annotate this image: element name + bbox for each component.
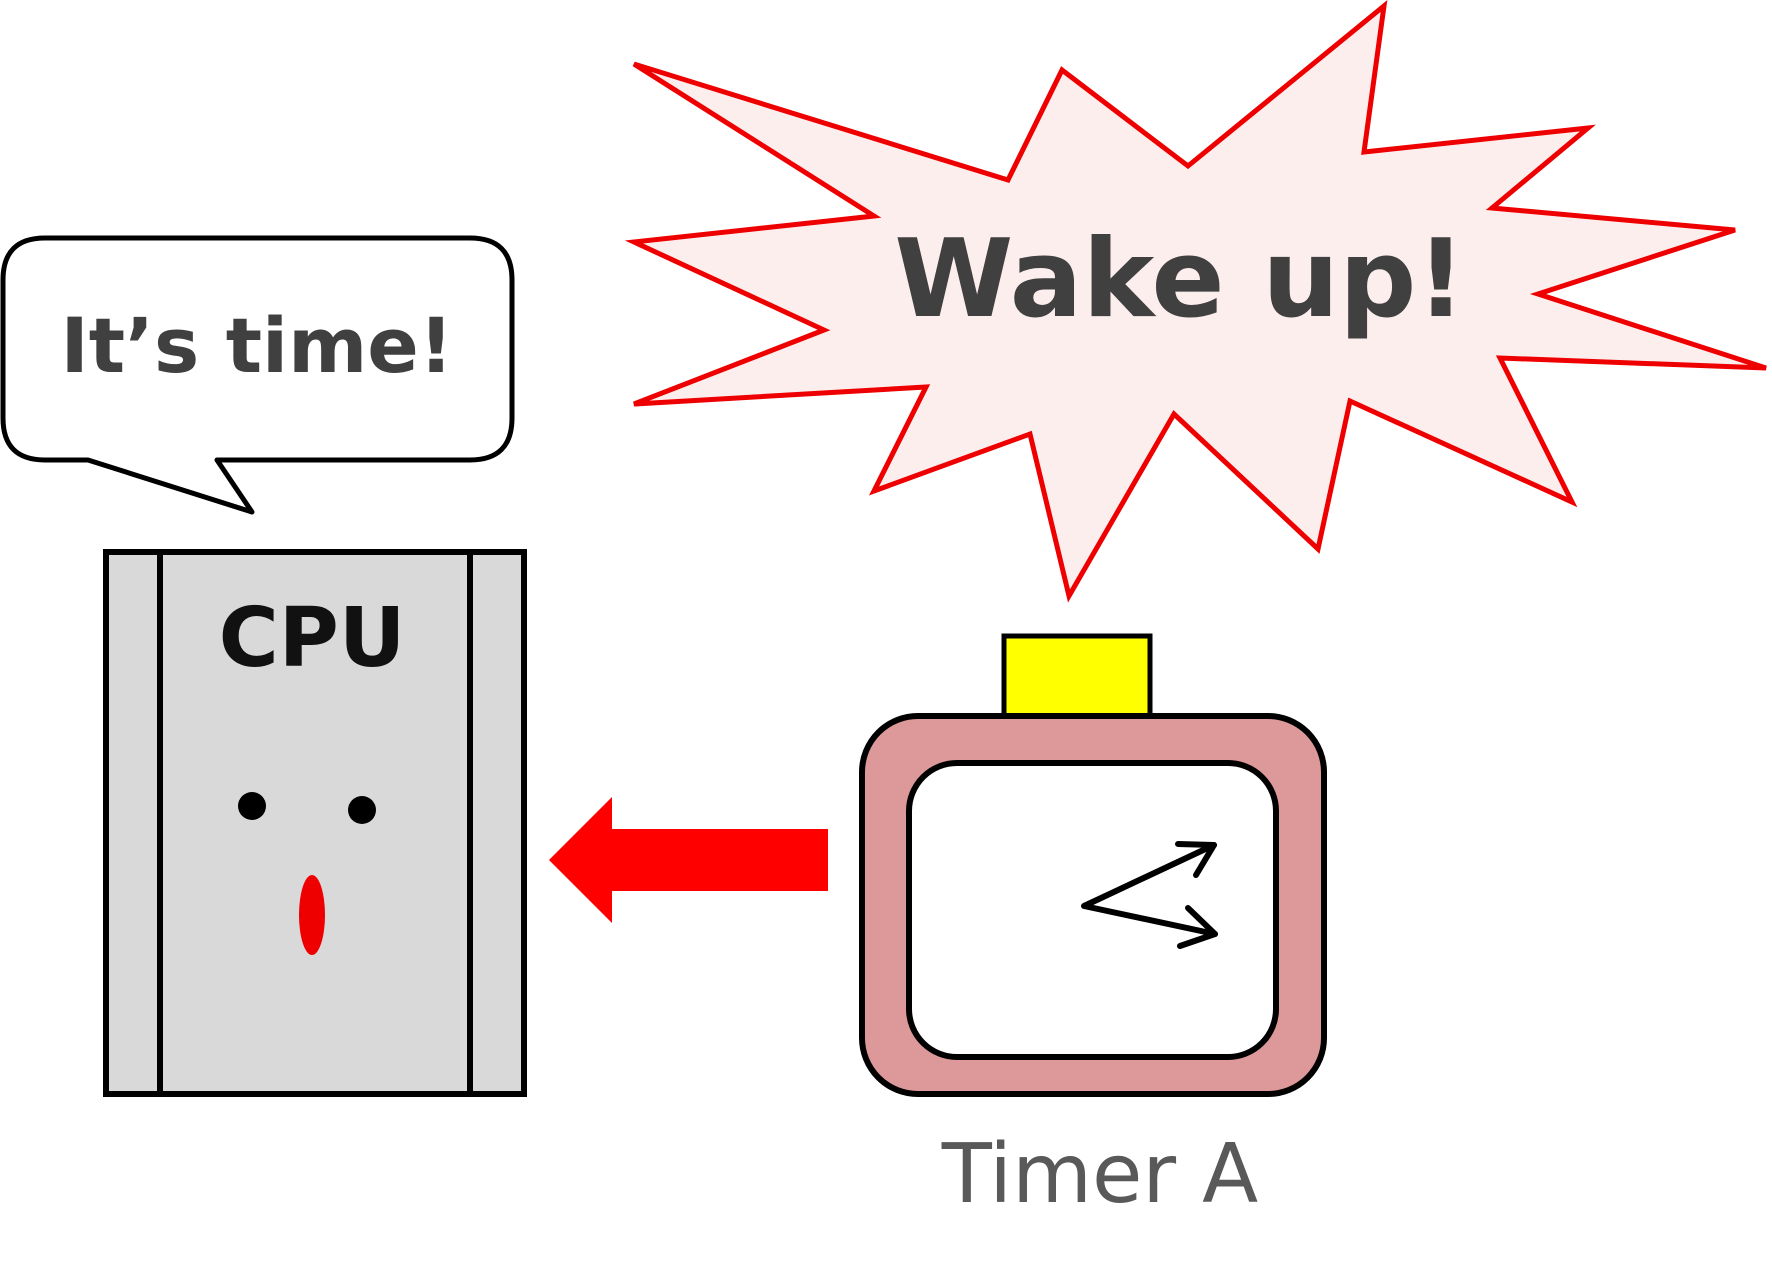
cpu-left-eye (238, 792, 266, 820)
cpu-right-eye (348, 796, 376, 824)
timer-hand-arrowhead-top (1175, 841, 1217, 878)
cpu-box: CPU (103, 549, 527, 1097)
cpu-mouth (299, 875, 325, 955)
speech-bubble-shape (0, 235, 515, 515)
arrow-shape (549, 797, 828, 923)
timer-button (1001, 633, 1153, 719)
cpu-body (103, 549, 527, 1097)
timer-hand (1081, 842, 1218, 937)
timer-hand-arrowhead-bottom (1177, 905, 1218, 949)
timer-to-cpu-arrow (549, 797, 828, 923)
timer-label: Timer A (941, 1127, 1259, 1222)
burst-text: Wake up! (894, 217, 1465, 342)
speech-bubble-text: It’s time! (61, 301, 454, 390)
burst-shape (624, 0, 1767, 603)
speech-bubble: It’s time! (0, 235, 515, 515)
cpu-label: CPU (219, 591, 406, 686)
wake-up-burst: Wake up! (624, 0, 1767, 603)
timer-a: Timer A (859, 633, 1327, 1222)
